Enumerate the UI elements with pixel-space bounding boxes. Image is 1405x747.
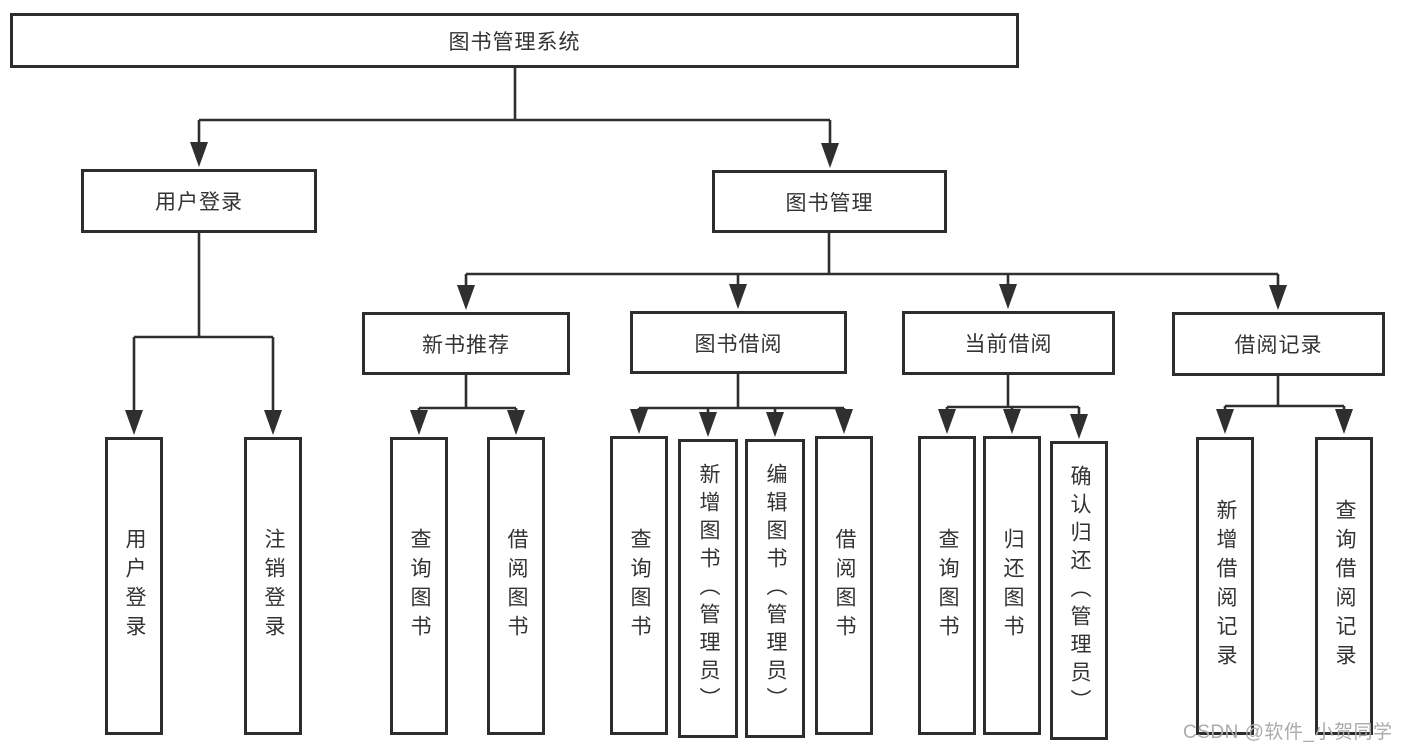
connector-user-login — [125, 233, 282, 435]
connector-borrowing-records — [1216, 375, 1353, 434]
connector-book-borrowing — [630, 373, 853, 437]
node-borrowing-records: 借阅记录 — [1172, 312, 1385, 376]
node-user-login: 用户登录 — [81, 169, 317, 233]
connector-book-management — [457, 233, 1287, 310]
node-book-borrowing: 图书借阅 — [630, 311, 847, 374]
node-current-borrowing: 当前借阅 — [902, 311, 1115, 375]
leaf-logout: 注销登录 — [244, 437, 302, 735]
connector-current-borrowing — [938, 374, 1088, 439]
leaf-edit-book-admin: 编辑图书（管理员） — [745, 439, 805, 738]
watermark-text: CSDN @软件_小贺同学 — [1183, 722, 1393, 743]
leaf-confirm-return-admin: 确认归还（管理员） — [1050, 441, 1108, 740]
leaf-add-book-admin: 新增图书（管理员） — [678, 439, 738, 738]
node-new-book-recommendation: 新书推荐 — [362, 312, 570, 375]
leaf-user-login: 用户登录 — [105, 437, 163, 735]
leaf-return-books: 归还图书 — [983, 436, 1041, 735]
connector-new-book-recommendation — [410, 374, 525, 435]
leaf-borrow-books-recommend: 借阅图书 — [487, 437, 545, 735]
connector-root — [190, 68, 839, 168]
leaf-add-borrow-record: 新增借阅记录 — [1196, 437, 1254, 735]
leaf-query-books-recommend: 查询图书 — [390, 437, 448, 735]
leaf-query-books-borrowing: 查询图书 — [610, 436, 668, 735]
node-book-management: 图书管理 — [712, 170, 947, 233]
leaf-query-borrow-record: 查询借阅记录 — [1315, 437, 1373, 735]
leaf-query-books-current: 查询图书 — [918, 436, 976, 735]
node-root: 图书管理系统 — [10, 13, 1019, 68]
leaf-borrow-books-borrowing: 借阅图书 — [815, 436, 873, 735]
